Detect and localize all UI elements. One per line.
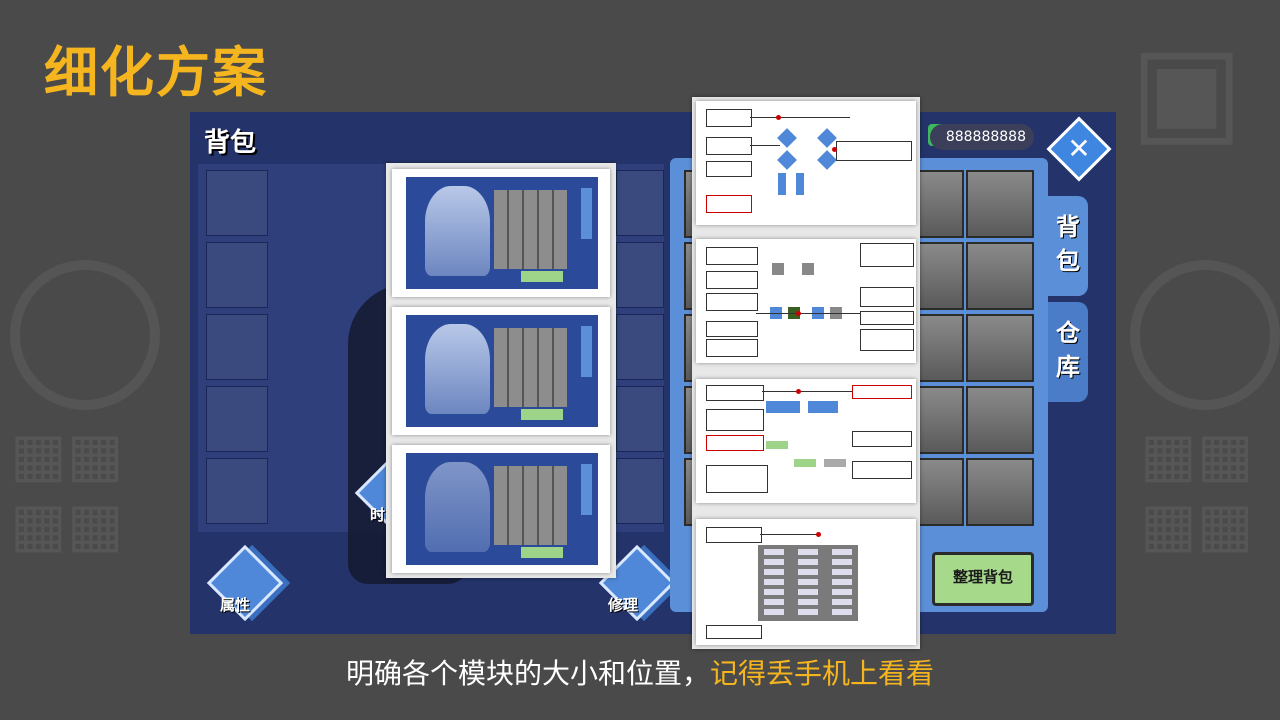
taiji-decoration-right [1130, 260, 1280, 410]
money-value: 888888888 [930, 124, 1034, 150]
inventory-cell[interactable] [966, 242, 1034, 310]
equipment-slot[interactable] [616, 170, 664, 236]
equipment-slot[interactable] [206, 242, 268, 308]
tab-warehouse[interactable]: 仓库 [1048, 302, 1088, 402]
diagram-panel [696, 379, 916, 503]
equipment-slot[interactable] [206, 314, 268, 380]
mini-screenshot [392, 169, 610, 297]
equipment-slot[interactable] [206, 386, 268, 452]
equipment-slot[interactable] [616, 458, 664, 524]
time-label: 时 [370, 506, 386, 524]
equipment-slot[interactable] [616, 386, 664, 452]
inventory-cell[interactable] [966, 458, 1034, 526]
background-calligraphy-right: ▦▦▦▦ [1140, 420, 1254, 560]
slide-title: 细化方案 [44, 41, 268, 104]
attribute-table-thumbnail [758, 545, 858, 621]
diagram-panel [696, 519, 916, 645]
inventory-cell[interactable] [966, 386, 1034, 454]
panel-title: 背包 [204, 128, 257, 158]
equipment-slot[interactable] [616, 242, 664, 308]
diagram-panel [696, 239, 916, 363]
diagram-panel [696, 101, 916, 225]
close-button[interactable]: ✕ [1046, 116, 1112, 182]
equipment-slot[interactable] [206, 170, 268, 236]
caption-highlight: 记得丢手机上看看 [710, 657, 935, 690]
inventory-cell[interactable] [966, 170, 1034, 238]
inventory-cell[interactable] [966, 314, 1034, 382]
tab-backpack[interactable]: 背包 [1048, 196, 1088, 296]
background-calligraphy-left: ▦▦▦▦ [10, 420, 124, 560]
sort-inventory-button[interactable]: 整理背包 [932, 552, 1034, 606]
equipment-slot[interactable] [206, 458, 268, 524]
inventory-window: 背包 属性 时 修理 ¥ 888888888 ✕ 背包 仓库 整理背包 [190, 112, 1116, 634]
mini-screenshot [392, 307, 610, 435]
close-icon: ✕ [1067, 132, 1091, 165]
mockup-screenshots-card [386, 163, 616, 578]
background-seal-right: ▣ [1130, 20, 1244, 159]
mini-screenshot [392, 445, 610, 573]
caption-main: 明确各个模块的大小和位置， [345, 657, 710, 690]
slide-caption: 明确各个模块的大小和位置，记得丢手机上看看 [0, 652, 1280, 692]
equipment-slot[interactable] [616, 314, 664, 380]
annotation-diagrams-card [692, 97, 920, 649]
attributes-label: 属性 [220, 596, 251, 614]
taiji-decoration-left [10, 260, 160, 410]
repair-label: 修理 [608, 596, 639, 614]
